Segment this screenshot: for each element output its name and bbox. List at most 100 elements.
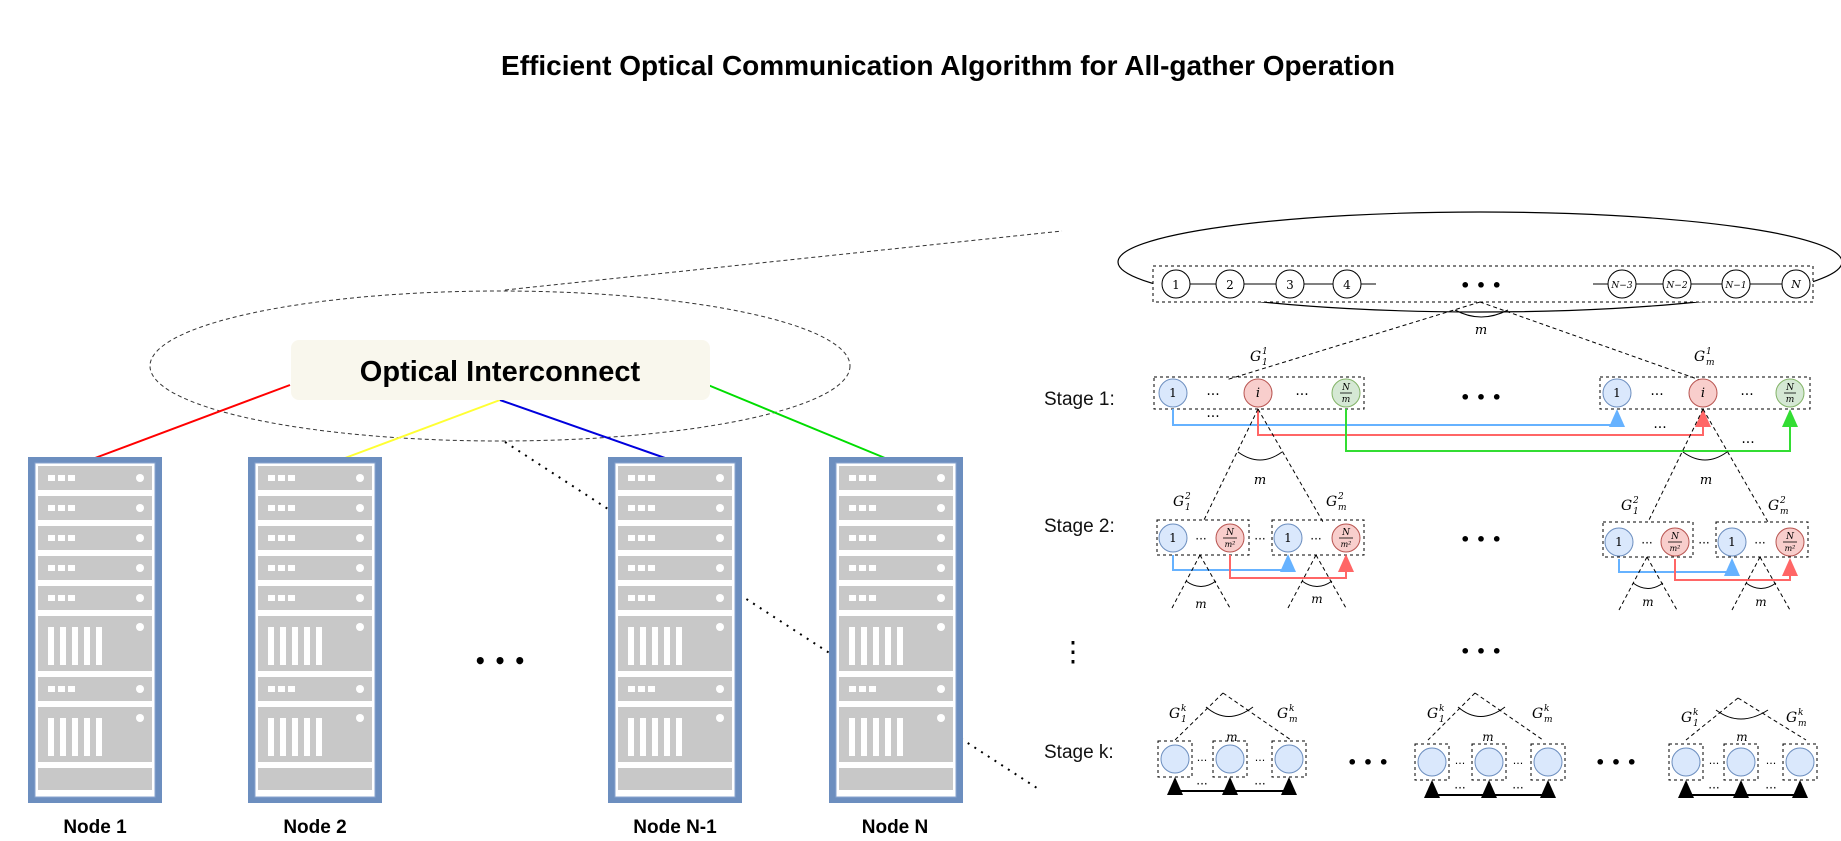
svg-text:m: m <box>1544 715 1553 725</box>
svg-text:1: 1 <box>1284 531 1292 545</box>
s2-l-g1-node-n-over-m2: Nm² <box>1215 523 1245 553</box>
svg-text:N−3: N−3 <box>1610 281 1632 291</box>
arrow-red-stage-2-left <box>1229 554 1354 579</box>
svg-text:m: m <box>1226 730 1237 744</box>
svg-text:m: m <box>1736 730 1747 744</box>
svg-text:k: k <box>1439 704 1444 714</box>
s2-r-g1-node-1: 1 <box>1604 527 1634 557</box>
svg-text:m: m <box>1642 595 1653 609</box>
svg-text:k: k <box>1798 708 1803 718</box>
ring-m-label: m <box>1475 323 1487 338</box>
svg-text:N−2: N−2 <box>1665 281 1687 291</box>
svg-text:k: k <box>1544 704 1549 714</box>
svg-text:···: ··· <box>1206 387 1219 403</box>
svg-text:1: 1 <box>1439 715 1445 725</box>
ring-ellipse <box>1117 211 1841 313</box>
s2-l-gm-node-1: 1 <box>1273 523 1303 553</box>
link-node-2 <box>344 399 501 459</box>
arrow-green-stage-1 <box>1345 409 1798 452</box>
svg-text:1: 1 <box>1262 347 1268 357</box>
link-node-n-1 <box>499 399 666 459</box>
svg-text:1: 1 <box>1615 535 1623 549</box>
svg-text:i: i <box>1701 386 1705 401</box>
zoom-line-top <box>504 230 1063 291</box>
svg-text:···: ··· <box>1512 781 1523 795</box>
svg-text:i: i <box>1256 386 1260 401</box>
stage-2-label: Stage 2: <box>1044 516 1115 537</box>
svg-text:G: G <box>1169 706 1180 722</box>
svg-text:m: m <box>1780 507 1789 517</box>
svg-text:N: N <box>1225 528 1235 538</box>
svg-text:k: k <box>1181 704 1186 714</box>
svg-text:···: ··· <box>1513 757 1524 770</box>
svg-text:k: k <box>1693 708 1698 718</box>
svg-text:1: 1 <box>1728 535 1736 549</box>
server-rack-node-n <box>828 456 964 804</box>
s2-l-gm-node-n-over-m2: Nm² <box>1331 523 1361 553</box>
s2-l-g1-node-1: 1 <box>1158 523 1188 553</box>
svg-text:1: 1 <box>1172 278 1180 292</box>
ring-node-3: 3 <box>1275 269 1305 299</box>
svg-text:···: ··· <box>1310 532 1321 546</box>
svg-text:m: m <box>1311 592 1322 606</box>
svg-text:1: 1 <box>1169 531 1177 545</box>
stage-vdots: ⋮ <box>1059 635 1087 668</box>
stage-1-group-1 <box>1153 376 1365 410</box>
stage-k-ellipsis-1: • • • <box>1347 753 1389 772</box>
optical-interconnect-label: Optical Interconnect <box>360 356 641 388</box>
svg-text:m²: m² <box>1341 540 1352 549</box>
svg-text:1: 1 <box>1613 386 1621 400</box>
node-label-1: Node 1 <box>63 817 127 838</box>
svg-text:m: m <box>1289 715 1298 725</box>
svg-text:1: 1 <box>1633 507 1639 517</box>
ring-node-2: 2 <box>1215 269 1245 299</box>
stage-k-ellipsis-2: • • • <box>1595 753 1637 772</box>
svg-text:G: G <box>1250 349 1261 365</box>
ring-node-n-2: N−2 <box>1662 269 1692 299</box>
svg-text:···: ··· <box>1254 777 1265 791</box>
svg-text:N−1: N−1 <box>1724 281 1746 291</box>
svg-text:N: N <box>1341 528 1351 538</box>
svg-text:m: m <box>1342 395 1351 405</box>
svg-text:···: ··· <box>1455 757 1466 770</box>
stage-1-middle-ellipsis: • • • <box>1460 388 1502 407</box>
vdots-middle-ellipsis: • • • <box>1460 642 1502 661</box>
interconnect-ellipse <box>149 290 851 442</box>
svg-text:2: 2 <box>1632 496 1639 506</box>
label-gm-1: G 1 m <box>1694 347 1715 368</box>
svg-text:m²: m² <box>1670 544 1681 553</box>
s2-r-gm-node-n-over-m2: Nm² <box>1775 527 1805 557</box>
svg-text:2: 2 <box>1337 492 1344 502</box>
arrow-red-stage-1 <box>1257 409 1711 436</box>
svg-text:···: ··· <box>1754 536 1765 550</box>
stage-k-label: Stage k: <box>1044 742 1114 763</box>
s1-g1-node-1: 1 <box>1158 378 1188 408</box>
svg-text:···: ··· <box>1740 387 1753 403</box>
svg-text:···: ··· <box>1197 754 1208 767</box>
svg-text:m: m <box>1786 395 1795 405</box>
svg-text:2: 2 <box>1779 496 1786 506</box>
svg-text:···: ··· <box>1641 536 1652 550</box>
arrow-red-stage-2-right <box>1674 558 1798 581</box>
svg-text:m: m <box>1755 595 1766 609</box>
svg-text:···: ··· <box>1196 777 1207 791</box>
node-label-2: Node 2 <box>283 817 346 838</box>
svg-text:2: 2 <box>1184 492 1191 502</box>
svg-text:1: 1 <box>1262 358 1268 368</box>
s1-gm-node-i: i <box>1688 378 1718 408</box>
ring-node-4: 4 <box>1332 269 1362 299</box>
svg-text:G: G <box>1277 706 1288 722</box>
svg-text:···: ··· <box>1708 781 1719 795</box>
svg-text:m: m <box>1338 503 1347 513</box>
svg-text:G: G <box>1532 706 1543 722</box>
stage-2-middle-ellipsis: • • • <box>1460 530 1502 549</box>
svg-text:G: G <box>1694 349 1705 365</box>
svg-text:1: 1 <box>1185 503 1191 513</box>
s2-r-gm-node-1: 1 <box>1717 527 1747 557</box>
svg-text:1: 1 <box>1169 386 1177 400</box>
stage-1-group-m <box>1599 376 1811 410</box>
svg-text:1: 1 <box>1181 715 1187 725</box>
link-node-n <box>707 384 886 459</box>
